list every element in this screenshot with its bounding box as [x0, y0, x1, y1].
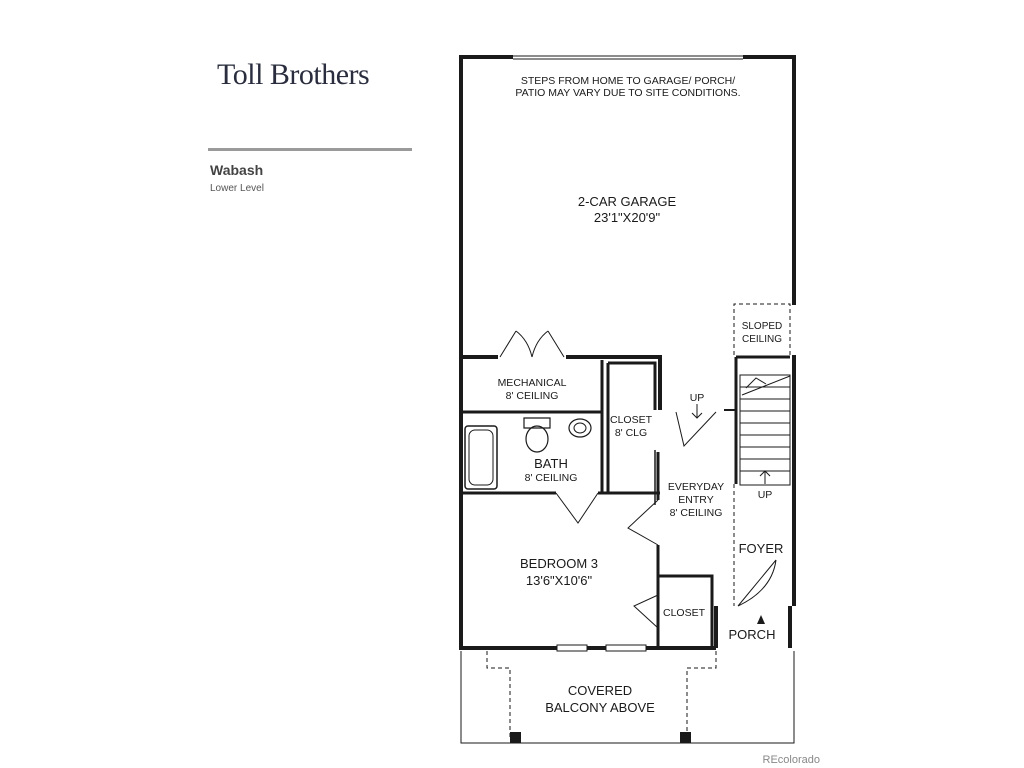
garage-dims: 23'1"X20'9": [594, 210, 661, 225]
everyday-entry-label-2: ENTRY: [678, 494, 713, 506]
bath-ceiling: 8' CEILING: [525, 472, 578, 484]
mechanical-ceiling: 8' CEILING: [506, 390, 559, 402]
interior-walls: [461, 355, 790, 648]
balcony-label-2: BALCONY ABOVE: [545, 700, 655, 715]
covered-balcony: [460, 651, 795, 744]
stairs: [739, 374, 791, 486]
garage-label: 2-CAR GARAGE: [578, 194, 677, 209]
mechanical-label: MECHANICAL: [498, 377, 567, 389]
plan-name: Wabash: [210, 162, 264, 178]
watermark: REcolorado: [762, 754, 820, 766]
door-swings: [499, 330, 777, 629]
closet-upper-label: CLOSET: [610, 414, 653, 426]
sloped-ceiling-area: [733, 303, 791, 355]
foyer-label: FOYER: [739, 541, 784, 556]
everyday-entry-label-1: EVERYDAY: [668, 481, 724, 493]
up-arrows: [691, 404, 771, 484]
porch-label: PORCH: [729, 627, 776, 642]
bedroom3-dims: 13'6"X10'6": [526, 573, 593, 588]
windows: [556, 644, 647, 652]
plan-level: Lower Level: [210, 183, 264, 194]
outer-walls: [459, 55, 796, 650]
garage-note-line2: PATIO MAY VARY DUE TO SITE CONDITIONS.: [515, 87, 740, 99]
entry-arrow-icon: [757, 615, 765, 624]
bath-fixtures: [523, 417, 592, 453]
sloped-label-1: SLOPED: [742, 321, 783, 332]
balcony-label-1: COVERED: [568, 683, 632, 698]
up-label-stairs: UP: [758, 489, 773, 501]
brand-logo: Toll Brothers: [217, 58, 370, 91]
bath-label: BATH: [534, 456, 568, 471]
bathtub: [464, 425, 498, 490]
closet-lower-label: CLOSET: [663, 607, 706, 619]
header-divider: [208, 148, 412, 151]
garage-note-line1: STEPS FROM HOME TO GARAGE/ PORCH/: [521, 75, 735, 87]
bedroom3-label: BEDROOM 3: [520, 556, 598, 571]
sloped-label-2: CEILING: [742, 334, 782, 345]
everyday-entry-ceiling: 8' CEILING: [670, 507, 723, 519]
up-label-entry: UP: [690, 392, 705, 404]
closet-upper-ceiling: 8' CLG: [615, 427, 647, 439]
